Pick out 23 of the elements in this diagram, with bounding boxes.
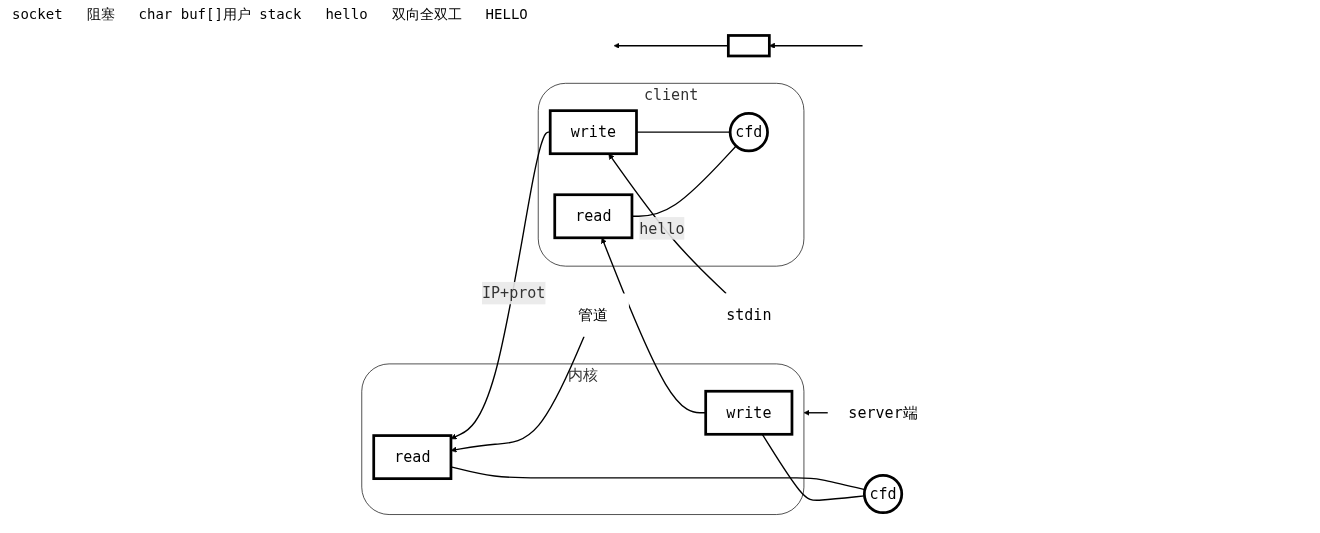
node-circle: cfd — [728, 112, 769, 153]
node-text: server端 — [848, 404, 918, 422]
arrow — [803, 409, 829, 416]
node-text: 管道 — [578, 306, 609, 324]
edge-label: hello — [639, 219, 685, 237]
note-text: 双向全双工 — [391, 6, 462, 24]
arrow — [613, 42, 729, 49]
node-box: write — [548, 109, 638, 156]
arrow — [769, 42, 864, 49]
edge-label: IP+prot — [482, 284, 546, 302]
note-text: 阻塞 — [86, 6, 115, 24]
arrow — [450, 131, 551, 440]
node-text: stdin — [726, 306, 772, 324]
arrow — [450, 335, 585, 453]
node-box — [726, 34, 771, 58]
note-text: hello — [325, 6, 368, 24]
node-box: read — [553, 193, 634, 240]
note-text: socket — [12, 6, 63, 24]
note-text: char buf[]用户 stack — [138, 6, 302, 24]
note-text: HELLO — [485, 6, 528, 24]
node-box: read — [372, 434, 453, 480]
node-box: write — [704, 389, 794, 436]
node-circle: cfd — [862, 473, 904, 515]
